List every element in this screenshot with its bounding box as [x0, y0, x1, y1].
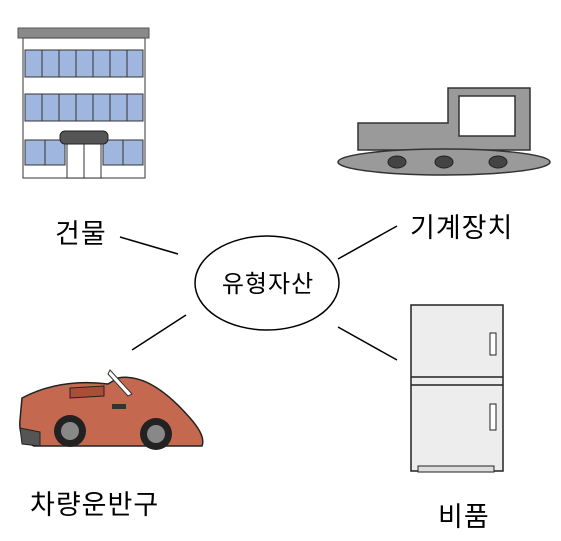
connector-line-machinery	[337, 225, 398, 260]
center-ellipse	[194, 235, 340, 331]
refrigerator-icon	[410, 304, 504, 473]
label-building: 건물	[55, 219, 107, 250]
excavator-machine-icon	[337, 87, 551, 176]
connector-line-vehicle	[131, 314, 187, 351]
center-label: 유형자산	[221, 270, 315, 298]
connector-line-fixtures	[337, 326, 398, 361]
label-machinery: 기계장치	[410, 213, 514, 244]
building-icon	[17, 27, 150, 179]
label-vehicle: 차량운반구	[30, 490, 160, 521]
label-fixtures: 비품	[438, 502, 490, 533]
red-car-icon	[19, 369, 204, 450]
connector-line-building	[119, 236, 179, 255]
